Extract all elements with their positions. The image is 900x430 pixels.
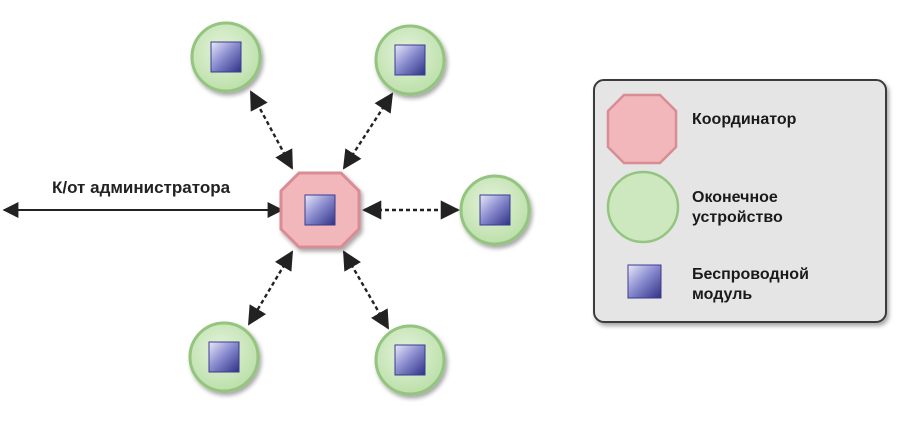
end-device-bottom-left (188, 321, 260, 393)
wireless-module-icon (304, 194, 336, 226)
legend-label-line: модуль (692, 286, 753, 303)
legend-box (593, 79, 887, 323)
end-device-right (459, 174, 531, 246)
wireless-module-icon (394, 44, 426, 76)
wireless-module-icon (210, 41, 242, 73)
link-bottom-left (247, 250, 294, 326)
link-bottom-right (342, 250, 390, 330)
legend-label-line: Беспроводной (692, 266, 809, 283)
end-device-bottom-right (374, 324, 446, 396)
end-device-top-left (190, 21, 262, 93)
legend-label-wireless-module: Беспроводной модуль (692, 265, 809, 305)
link-top-right (342, 92, 394, 170)
legend-label-line: устройство (692, 209, 783, 226)
legend-label-end-device: Оконечное устройство (692, 188, 783, 228)
admin-link-label: К/от администратора (52, 178, 231, 197)
wireless-module-icon (627, 264, 662, 299)
coordinator-icon (606, 93, 678, 165)
coordinator-node (279, 171, 361, 249)
legend-label-coordinator: Координатор (692, 111, 797, 128)
wireless-module-icon (479, 194, 511, 226)
wireless-module-icon (394, 344, 426, 376)
end-device-top-right (374, 24, 446, 96)
wireless-module-icon (208, 341, 240, 373)
end-device-icon (606, 170, 680, 244)
link-top-left (249, 90, 294, 170)
legend-label-line: Оконечное (692, 189, 778, 206)
